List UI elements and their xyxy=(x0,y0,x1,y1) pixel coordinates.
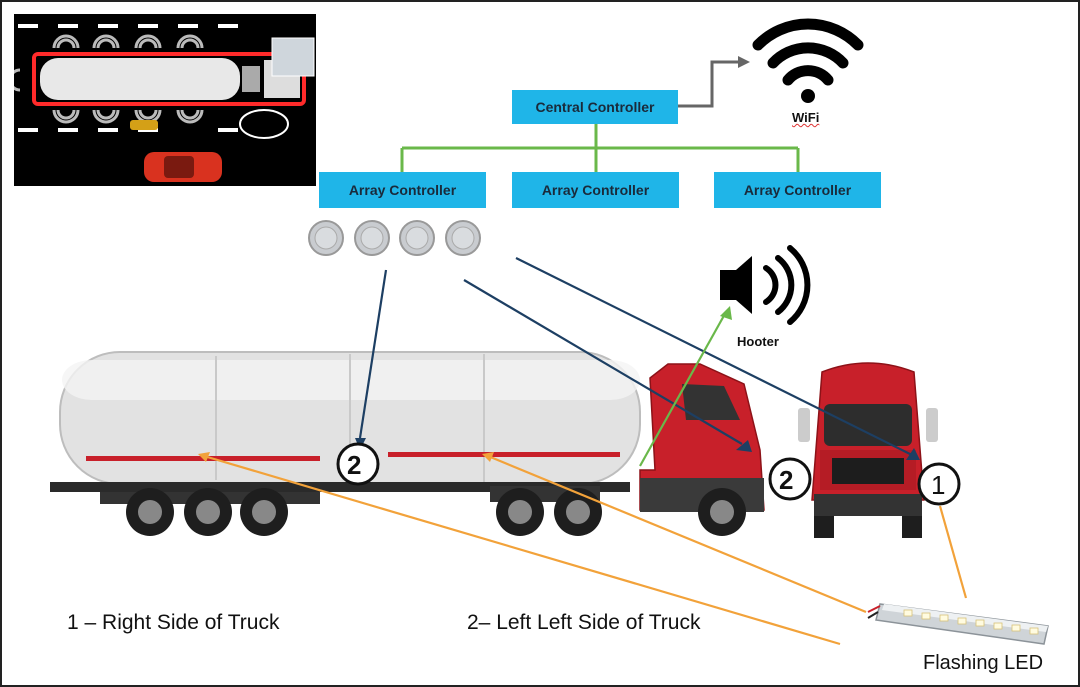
truck-front-view xyxy=(798,362,938,538)
wifi-link-arrow xyxy=(678,60,740,108)
sensor-icon xyxy=(445,220,481,256)
controller-tree-lines xyxy=(400,124,800,172)
hooter-speaker-icon xyxy=(720,245,811,325)
hooter-signal-line xyxy=(639,311,727,467)
tanker-truck-side-view xyxy=(50,351,765,536)
array-controller-label: Array Controller xyxy=(743,182,852,198)
legend-left-side: 2– Left Left Side of Truck xyxy=(467,611,701,634)
hooter-label: Hooter xyxy=(737,334,779,349)
sensor-icon xyxy=(308,220,344,256)
sensor-icon xyxy=(399,220,435,256)
led-signal-lines xyxy=(203,454,968,646)
marker-circle-right-front xyxy=(917,462,961,506)
central-controller-box: Central Controller xyxy=(512,90,678,124)
marker-number-right-front: 1 xyxy=(931,470,946,500)
sensor-icon xyxy=(354,220,390,256)
legend-right-side: 1 – Right Side of Truck xyxy=(67,611,280,634)
wifi-label: WiFi xyxy=(792,110,820,125)
ultrasonic-sensor-array xyxy=(308,220,481,256)
marker-circle-left-cab xyxy=(768,457,812,501)
wifi-icon xyxy=(752,18,864,103)
array-controller-label: Array Controller xyxy=(348,182,457,198)
sensor-signal-lines xyxy=(358,257,915,457)
array-controller-label: Array Controller xyxy=(541,182,650,198)
array-controller-box-3: Array Controller xyxy=(714,172,881,208)
flashing-led-label: Flashing LED xyxy=(923,652,1044,674)
array-controller-box-1: Array Controller xyxy=(319,172,486,208)
marker-number-left-trailer: 2 xyxy=(347,450,362,480)
parking-sensor-inset-image xyxy=(14,14,316,186)
array-controller-box-2: Array Controller xyxy=(512,172,679,208)
flashing-led-strip-icon xyxy=(867,603,1049,645)
marker-circle-left-trailer xyxy=(336,442,380,486)
central-controller-label: Central Controller xyxy=(535,99,655,115)
marker-number-left-cab: 2 xyxy=(779,465,794,495)
